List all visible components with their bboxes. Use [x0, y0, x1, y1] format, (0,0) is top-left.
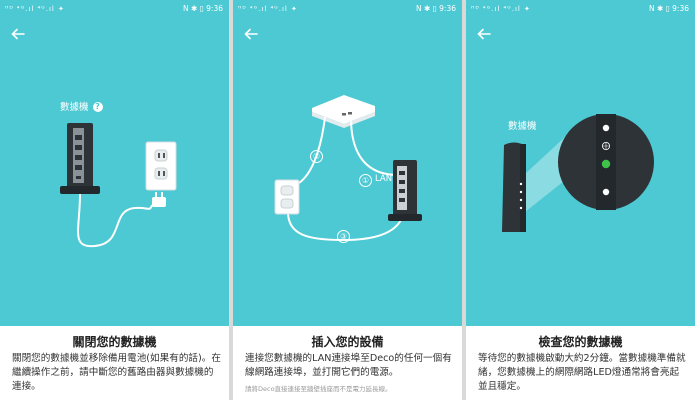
wall-outlet [274, 179, 300, 215]
step-description: 關閉您的數據機並移除備用電池(如果有的話)。在繼續操作之前，請中斷您的舊路由器與… [12, 353, 221, 392]
back-arrow-icon[interactable] [476, 26, 492, 42]
unplugged-plug [152, 197, 166, 207]
step-description: 等待您的數據機啟動大約2分鐘。當數據機準備就緒，您數據機上的網際網路LED燈通常… [478, 353, 686, 392]
modem-illustration [60, 123, 177, 248]
cable-2-marker: ② [310, 150, 323, 163]
cable-1-marker: ① [359, 174, 372, 187]
signal-indicators: ᴴᴰ ⁴ᴳ.ıl ⁴ᴳ.ıl ✦ [5, 5, 65, 13]
step-title: 檢查您的數據機 [538, 335, 623, 349]
modem-label-text: 數據機 [60, 102, 89, 113]
status-right: N ✱ ▯ 9:36 [183, 4, 223, 13]
led-dot-1 [602, 124, 610, 132]
internet-led-green [601, 159, 611, 169]
back-arrow-icon[interactable] [243, 26, 259, 42]
cable-3-marker: ③ [337, 230, 350, 243]
status-right: N ✱ ▯ 9:36 [416, 4, 456, 13]
signal-indicators: ᴴᴰ ⁴ᴳ.ıl ⁴ᴳ.ıl ✦ [471, 5, 531, 13]
step-title: 插入您的設備 [311, 335, 384, 349]
power-cable [77, 193, 153, 248]
modem-led-illustration [502, 114, 654, 232]
illustration-area [0, 0, 229, 326]
status-icons: N ✱ ▯ [415, 4, 437, 13]
step-title: 關閉您的數據機 [72, 335, 157, 349]
step-panel-check-modem: ᴴᴰ ⁴ᴳ.ıl ⁴ᴳ.ıl ✦ N ✱ ▯ 9:36 數據機 檢查您的數據機 … [466, 0, 695, 400]
step-panel-plug-in: ᴴᴰ ⁴ᴳ.ıl ⁴ᴳ.ıl ✦ N ✱ ▯ 9:36 ① LAN ② ③ 插入… [233, 0, 462, 400]
status-right: N ✱ ▯ 9:36 [649, 4, 689, 13]
status-bar: ᴴᴰ ⁴ᴳ.ıl ⁴ᴳ.ıl ✦ N ✱ ▯ 9:36 [0, 0, 229, 18]
step-panel-power-off: ᴴᴰ ⁴ᴳ.ıl ⁴ᴳ.ıl ✦ N ✱ ▯ 9:36 數據機? 關閉您的數據機 [0, 0, 229, 400]
modem-label: 數據機 [508, 121, 537, 132]
clock: 9:36 [672, 4, 689, 13]
illustration-area [233, 0, 462, 326]
led-dot-2 [602, 188, 610, 196]
status-icons: N ✱ ▯ [182, 4, 204, 13]
back-arrow-icon[interactable] [10, 26, 26, 42]
modem-label: 數據機? [60, 99, 103, 113]
deco-unit [312, 95, 375, 124]
lan-label: LAN [375, 174, 393, 184]
clock: 9:36 [206, 4, 223, 13]
status-bar: ᴴᴰ ⁴ᴳ.ıl ⁴ᴳ.ıl ✦ N ✱ ▯ 9:36 [233, 0, 462, 18]
connection-illustration [274, 95, 422, 242]
wall-outlet [145, 141, 177, 191]
status-icons: N ✱ ▯ [648, 4, 670, 13]
clock: 9:36 [439, 4, 456, 13]
step-description: 連接您數據機的LAN連接埠至Deco的任何一個有線網路連接埠，並打開它們的電源。 [245, 353, 452, 378]
status-bar: ᴴᴰ ⁴ᴳ.ıl ⁴ᴳ.ıl ✦ N ✱ ▯ 9:36 [466, 0, 695, 18]
modem-base [60, 186, 100, 194]
help-icon[interactable]: ? [92, 102, 103, 112]
signal-indicators: ᴴᴰ ⁴ᴳ.ıl ⁴ᴳ.ıl ✦ [238, 5, 298, 13]
step-note: 請將Deco直接連接至牆壁插座而不是電力延長線。 [245, 385, 392, 393]
lan-cable-1 [350, 117, 399, 176]
